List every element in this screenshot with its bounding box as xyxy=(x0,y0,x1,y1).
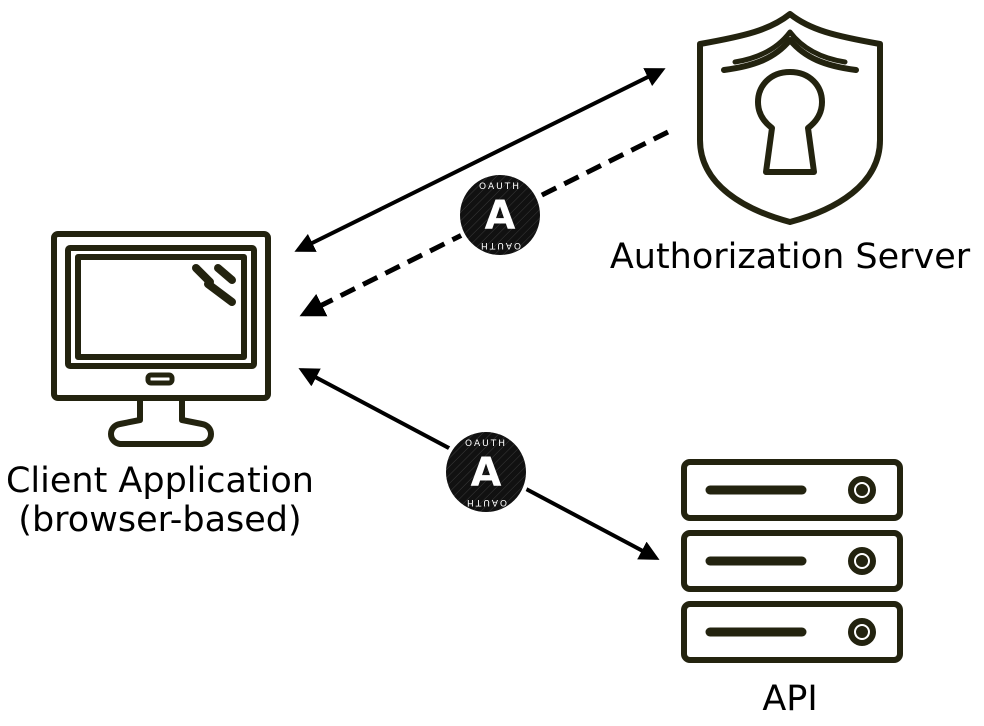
client-label-line2: (browser-based) xyxy=(18,500,302,541)
shield-keyhole-icon xyxy=(697,11,883,225)
server-stack-icon xyxy=(681,459,903,663)
oauth-badge-icon: A OAUTH OAUTH xyxy=(456,171,544,259)
oauth-badge-text-bottom: OAUTH xyxy=(465,497,507,507)
monitor-icon xyxy=(51,231,271,447)
request-arrow xyxy=(294,68,666,252)
oauth-badge-letter: A xyxy=(485,193,516,239)
oauth-badge-letter: A xyxy=(471,450,502,496)
oauth-badge-icon: A OAUTH OAUTH xyxy=(442,428,530,516)
oauth-badge-text-top: OAUTH xyxy=(465,439,507,449)
client-application-label: Client Application (browser-based) xyxy=(0,461,320,541)
authorization-server-label: Authorization Server xyxy=(609,237,971,277)
client-label-line1: Client Application xyxy=(5,461,314,501)
oauth-badge-text-top: OAUTH xyxy=(479,182,521,192)
api-label: API xyxy=(762,679,818,719)
oauth-badge-text-bottom: OAUTH xyxy=(479,240,521,250)
